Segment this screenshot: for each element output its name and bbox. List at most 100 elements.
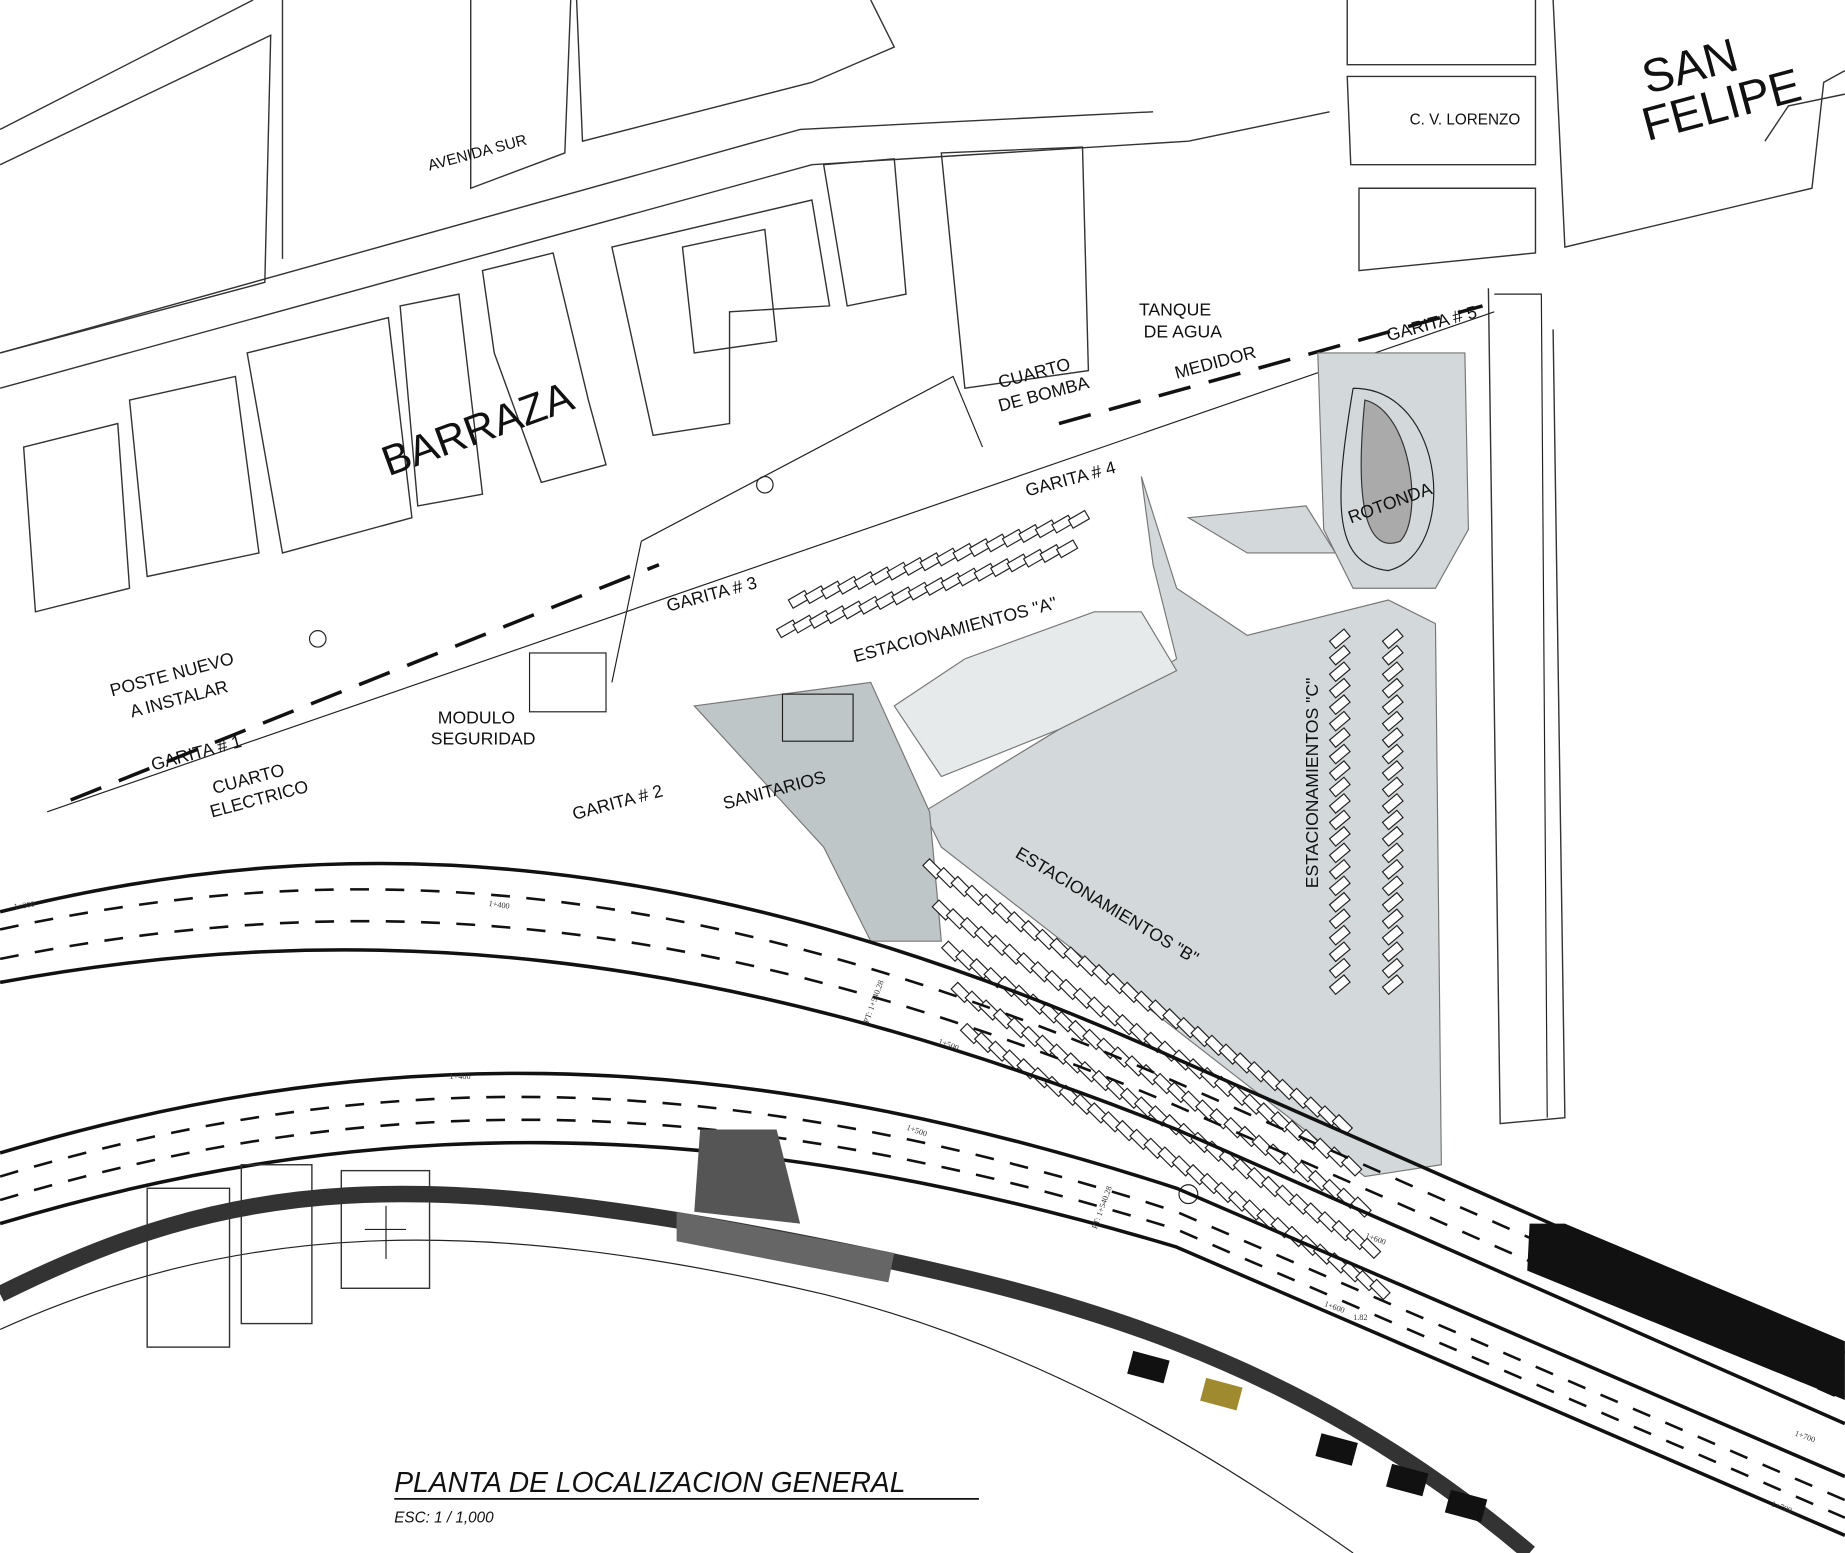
station-label: 1.82 xyxy=(1353,1313,1367,1322)
parking-stall xyxy=(1381,891,1404,913)
parking-stall xyxy=(1001,528,1025,548)
parking-stall xyxy=(825,605,848,625)
parking-stall xyxy=(792,614,815,634)
parking-stall xyxy=(1381,710,1404,732)
parking-stall xyxy=(874,590,898,611)
parking-stall xyxy=(1328,891,1351,913)
parking-stall xyxy=(1381,908,1404,930)
parking-stall xyxy=(1328,710,1351,732)
parking-stall xyxy=(924,576,947,597)
parking-stall xyxy=(787,589,811,609)
parking-stall xyxy=(886,561,910,581)
parking-stall xyxy=(1369,1278,1391,1301)
parking-stall xyxy=(1328,825,1351,847)
parking-stall xyxy=(1328,957,1351,979)
parking-stall xyxy=(1381,842,1404,864)
label-seguridad: SEGURIDAD xyxy=(431,729,536,749)
parking-stall xyxy=(1067,509,1091,529)
parking-stall xyxy=(1381,792,1404,814)
parking-stall xyxy=(1018,523,1041,544)
parking-stall xyxy=(952,542,975,562)
label-estacionamientos-c: ESTACIONAMIENTOS "C" xyxy=(1302,678,1322,889)
parking-stall xyxy=(1381,661,1404,683)
parking-stall xyxy=(985,533,1008,553)
parking-stall xyxy=(1328,776,1351,798)
label-cv-lorenzo: C. V. LORENZO xyxy=(1410,112,1521,129)
label-garita-3: GARITA # 3 xyxy=(664,572,759,615)
parking-stall xyxy=(1381,743,1404,765)
label-garita-2: GARITA # 2 xyxy=(570,781,665,824)
label-modulo: MODULO xyxy=(438,708,515,728)
station-label: 1+700 xyxy=(1794,1429,1817,1445)
sanitarios-building xyxy=(781,693,854,742)
rotonda-island xyxy=(1360,399,1413,544)
parking-stall xyxy=(775,619,799,639)
parking-stall xyxy=(836,575,860,595)
label-medidor: MEDIDOR xyxy=(1172,342,1258,383)
station-label: 1+400 xyxy=(488,899,510,911)
parking-stall xyxy=(1328,628,1351,650)
parking-stall xyxy=(1381,776,1404,798)
parking-stall xyxy=(968,538,992,558)
drawing-scale: ESC: 1 / 1,000 xyxy=(394,1509,494,1526)
parking-stall xyxy=(853,570,877,591)
parking-stall xyxy=(1328,661,1351,683)
parking-stall xyxy=(1381,941,1404,963)
drawing-title: PLANTA DE LOCALIZACION GENERAL xyxy=(394,1466,905,1498)
parking-stall xyxy=(1381,727,1404,749)
parking-stall xyxy=(1381,875,1404,897)
parking-stall xyxy=(956,567,980,587)
parking-stall xyxy=(1381,694,1404,716)
parking-stall xyxy=(1381,809,1404,831)
boundary-dash xyxy=(70,304,1483,802)
parking-stall xyxy=(1328,644,1351,666)
parking-stall xyxy=(1381,858,1404,880)
parking-stall xyxy=(1328,842,1351,864)
parking-stall xyxy=(1381,974,1404,996)
parking-stall xyxy=(858,595,881,615)
parking-stall xyxy=(902,556,926,577)
parking-stall xyxy=(1328,760,1351,782)
parking-stall xyxy=(1328,858,1351,880)
label-tanque-2: DE AGUA xyxy=(1144,322,1223,342)
parking-stall xyxy=(1331,1113,1354,1136)
parking-stall xyxy=(1039,543,1062,564)
parking-stall xyxy=(1328,792,1351,814)
wall xyxy=(676,1211,895,1283)
station-label: 1+300 xyxy=(13,900,35,912)
parking-stall xyxy=(1022,548,1046,568)
label-barraza: BARRAZA xyxy=(375,372,580,485)
paved-areas xyxy=(693,352,1469,1178)
parking-stall xyxy=(1328,908,1351,930)
parking-stall xyxy=(935,547,959,567)
label-tanque: TANQUE xyxy=(1139,299,1211,319)
parking-stall xyxy=(1328,694,1351,716)
hatched-plaza xyxy=(694,1129,801,1224)
label-garita-5: GARITA # 5 xyxy=(1384,302,1479,345)
label-garita-4: GARITA # 4 xyxy=(1023,457,1118,500)
station-label: PT: 1+540.28 xyxy=(1090,1185,1114,1230)
site-boundary xyxy=(46,311,1495,813)
parking-stall xyxy=(1381,760,1404,782)
parking-stall xyxy=(1381,825,1404,847)
parking-stall xyxy=(907,581,931,601)
parking-stall xyxy=(1328,974,1351,996)
station-label: PT: 1+540.28 xyxy=(862,979,886,1024)
parking-stall xyxy=(940,572,964,592)
parking-stalls xyxy=(775,509,1404,1301)
parking-stall xyxy=(891,586,914,606)
parking-stall xyxy=(1055,539,1079,559)
dark-platform xyxy=(1527,1223,1845,1401)
parking-stall xyxy=(1381,677,1404,699)
rotonda-loop xyxy=(1340,387,1435,572)
parking-stall xyxy=(1328,743,1351,765)
parking-stall xyxy=(804,585,827,605)
parking-stall xyxy=(989,558,1013,578)
sports-courts xyxy=(146,1164,431,1348)
parking-stall xyxy=(841,600,865,620)
parking-stall xyxy=(1328,941,1351,963)
parking-stall xyxy=(919,552,942,572)
parking-stall xyxy=(869,566,893,586)
